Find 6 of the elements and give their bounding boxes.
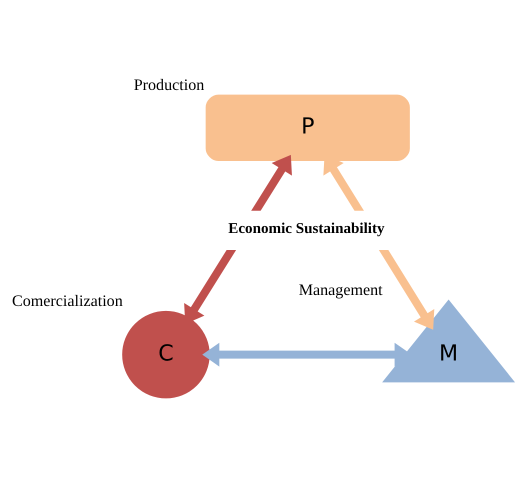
node-label: Management [298,282,383,300]
node-circle: C [122,310,210,398]
node-label: Production [134,76,204,94]
label: Economic Sustainability [228,220,385,237]
node-box: P [206,94,410,162]
node-label: Comercialization [12,293,123,310]
